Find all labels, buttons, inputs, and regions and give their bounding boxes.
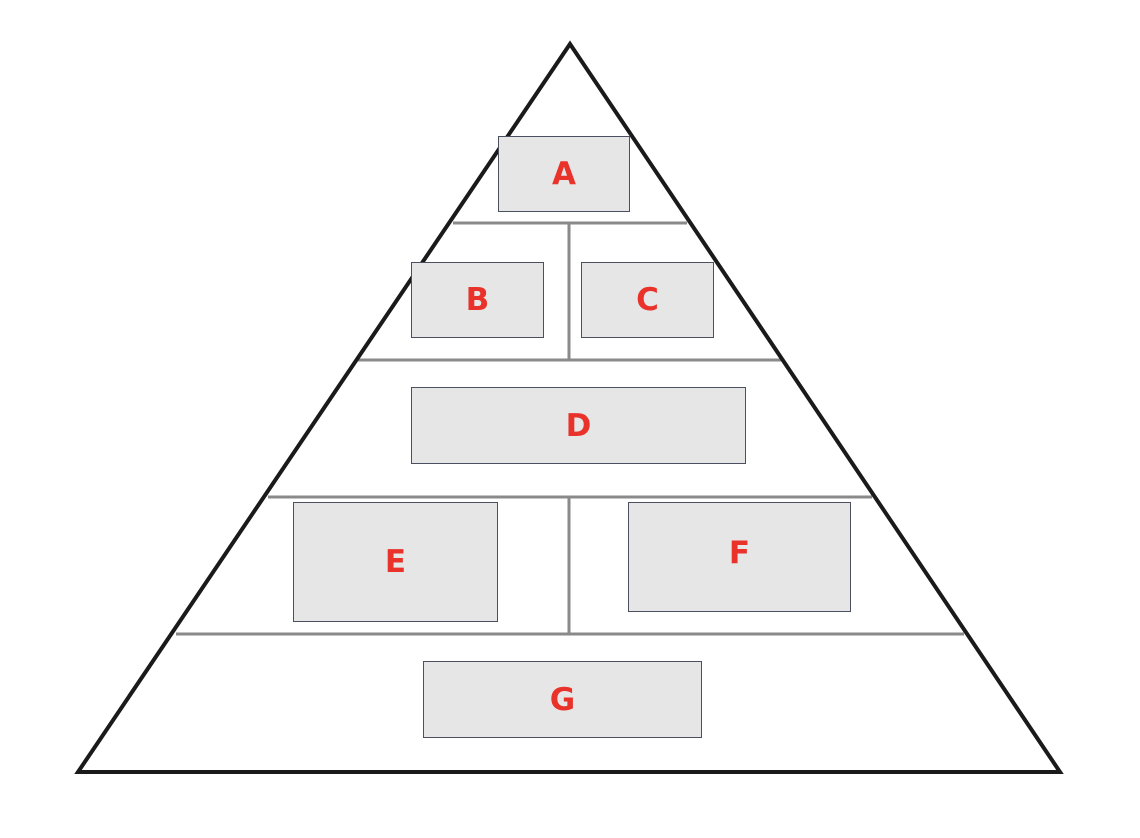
- label-box-c: C: [581, 262, 714, 338]
- label-f: F: [728, 535, 751, 571]
- label-b: B: [465, 282, 490, 318]
- label-box-b: B: [411, 262, 544, 338]
- label-box-a: A: [498, 136, 630, 212]
- label-a: A: [552, 156, 576, 192]
- pyramid-outline: [74, 40, 1064, 774]
- label-d: D: [565, 407, 592, 444]
- label-box-d: D: [411, 387, 746, 464]
- label-e: E: [384, 544, 407, 580]
- label-c: C: [636, 282, 659, 318]
- label-box-e: E: [293, 502, 498, 622]
- label-g: G: [549, 681, 576, 718]
- label-box-g: G: [423, 661, 702, 738]
- label-box-f: F: [628, 502, 851, 612]
